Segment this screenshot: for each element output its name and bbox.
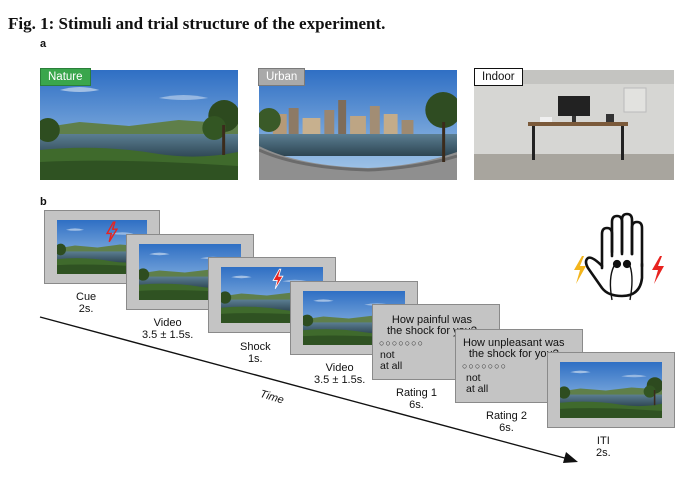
nature-label: Nature bbox=[40, 68, 91, 86]
figure-title: Fig. 1: Stimuli and trial structure of t… bbox=[8, 14, 386, 33]
hand-electrodes-icon bbox=[574, 212, 664, 301]
lightning-outline-icon bbox=[105, 221, 119, 243]
rating2-question-line1: How unpleasant was bbox=[463, 337, 565, 349]
rating1-anchor-line1: not bbox=[380, 349, 395, 361]
cue-duration: 2s. bbox=[78, 303, 94, 315]
iti-name: ITI bbox=[596, 435, 610, 447]
video2-caption: Video 3.5 ± 1.5s. bbox=[314, 362, 365, 386]
indoor-label: Indoor bbox=[474, 68, 523, 86]
rating1-anchor: not at all bbox=[380, 350, 402, 372]
video2-name: Video bbox=[325, 362, 354, 374]
yellow-lightning-icon bbox=[574, 256, 586, 284]
rating1-anchor-line2: at all bbox=[380, 360, 403, 372]
shock-duration: 1s. bbox=[247, 353, 263, 365]
iti-screen bbox=[547, 352, 675, 428]
shock-caption: Shock 1s. bbox=[240, 341, 271, 365]
video2-duration: 3.5 ± 1.5s. bbox=[314, 374, 366, 386]
rating2-question: How unpleasant was the shock for you? bbox=[463, 338, 565, 360]
cue-caption: Cue 2s. bbox=[76, 291, 96, 315]
urban-label: Urban bbox=[258, 68, 306, 86]
panel-a-letter: a bbox=[40, 38, 47, 50]
shock-name: Shock bbox=[240, 341, 271, 353]
rating1-caption: Rating 1 6s. bbox=[396, 387, 437, 411]
rating2-scale: ○○○○○○○ bbox=[462, 361, 508, 371]
rating1-question-line1: How painful was bbox=[391, 314, 472, 326]
video1-caption: Video 3.5 ± 1.5s. bbox=[142, 317, 193, 341]
rating2-question-line2: the shock for you? bbox=[468, 348, 559, 360]
rating2-anchor: not at all bbox=[466, 373, 488, 395]
rating1-scale: ○○○○○○○ bbox=[379, 338, 425, 348]
iti-caption: ITI 2s. bbox=[596, 435, 611, 459]
rating1-duration: 6s. bbox=[409, 399, 424, 411]
rating2-duration: 6s. bbox=[499, 422, 514, 434]
panel-b-letter: b bbox=[40, 196, 47, 208]
rating2-anchor-line1: not bbox=[466, 372, 481, 384]
iti-photo bbox=[560, 362, 662, 418]
rating1-name: Rating 1 bbox=[396, 387, 437, 399]
rating2-caption: Rating 2 6s. bbox=[486, 410, 527, 434]
cue-name: Cue bbox=[76, 291, 97, 303]
red-lightning-icon bbox=[652, 256, 664, 284]
video1-name: Video bbox=[153, 317, 182, 329]
video1-duration: 3.5 ± 1.5s. bbox=[142, 329, 194, 341]
rating1-question: How painful was the shock for you? bbox=[387, 315, 477, 337]
rating1-question-line2: the shock for you? bbox=[387, 325, 477, 337]
iti-duration: 2s. bbox=[596, 447, 611, 459]
rating2-name: Rating 2 bbox=[486, 410, 527, 422]
lightning-bolt-icon bbox=[271, 268, 285, 290]
rating2-anchor-line2: at all bbox=[466, 383, 489, 395]
